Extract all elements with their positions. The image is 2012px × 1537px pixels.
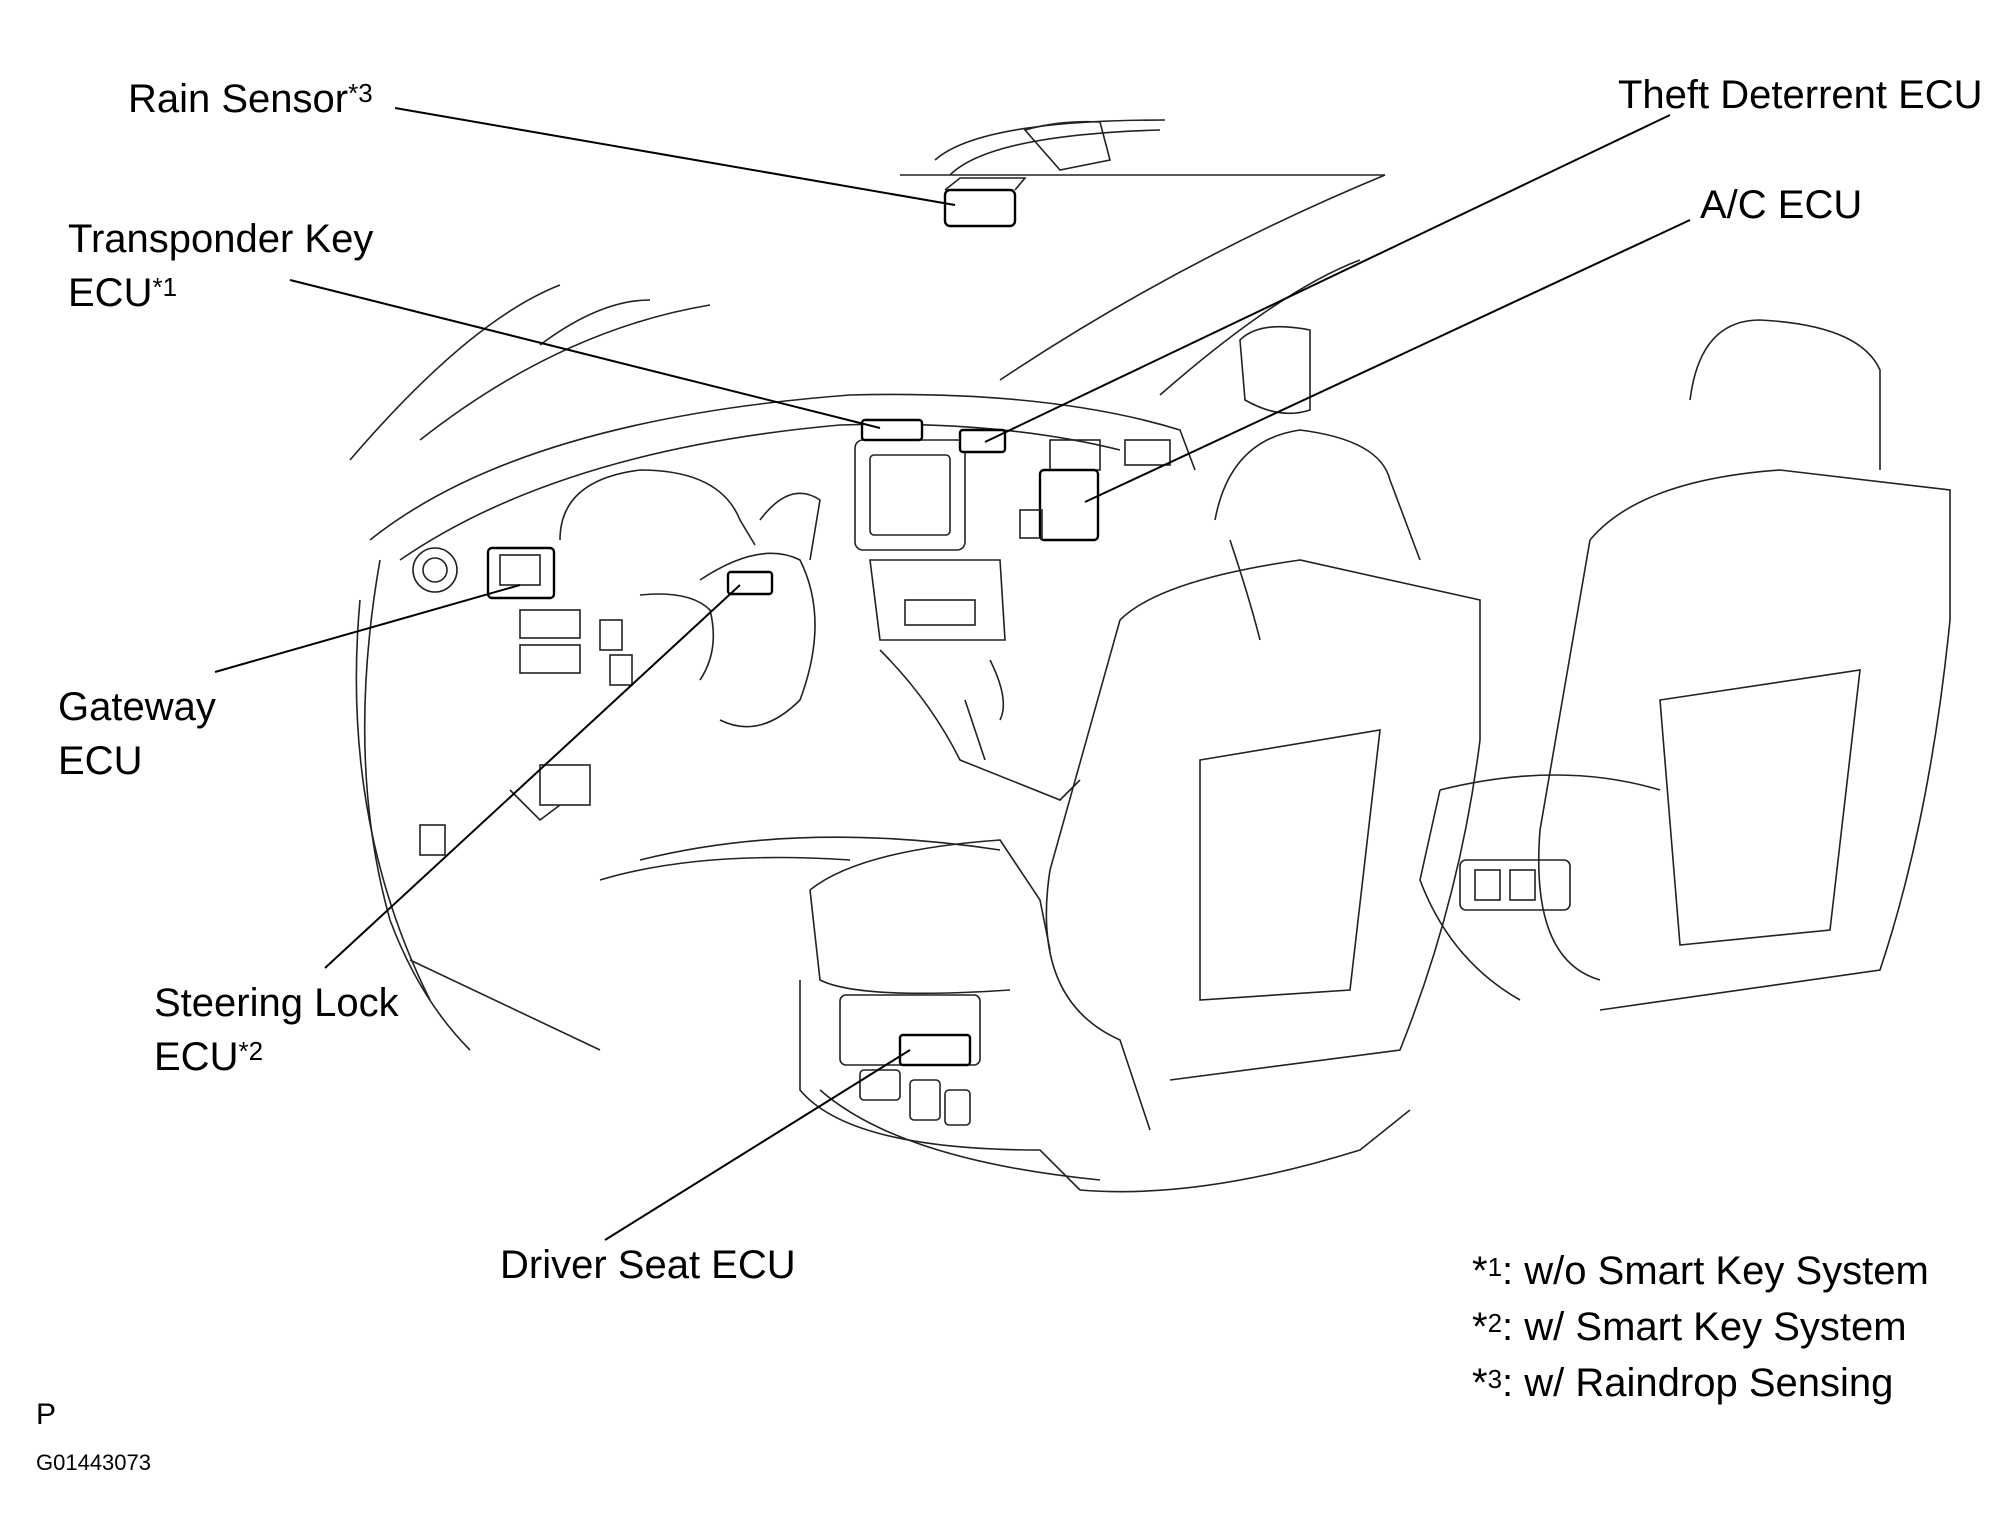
steering-lock-line2: ECU (154, 1035, 239, 1079)
leader-ac-ecu (1084, 219, 1691, 503)
leader-steering-lock (324, 584, 741, 969)
leader-rain-sensor (394, 107, 956, 206)
transponder-key-line1: Transponder Key (68, 217, 374, 261)
steering-lock-line1: Steering Lock (154, 981, 399, 1025)
footnote-3: *3: w/ Raindrop Sensing (1472, 1361, 1894, 1405)
transponder-key-mark: *1 (152, 272, 178, 302)
ac-ecu-text: A/C ECU (1700, 183, 1863, 227)
transponder-key-line2: ECU (68, 271, 153, 315)
dashboard-outline (355, 393, 1196, 1051)
gateway-line1: Gateway (58, 685, 216, 729)
driver-seat-text: Driver Seat ECU (500, 1243, 796, 1287)
figure-code: G01443073 (36, 1450, 151, 1475)
label-theft-deterrent-ecu: Theft Deterrent ECU (1618, 68, 1983, 122)
leader-transponder-key (289, 279, 881, 429)
label-driver-seat-ecu: Driver Seat ECU (500, 1238, 796, 1292)
gateway-line2: ECU (58, 739, 143, 783)
rain-sensor-mark: *3 (348, 78, 373, 108)
footer-letter: P (36, 1398, 57, 1431)
label-gateway-ecu: Gateway ECU (58, 680, 216, 788)
label-rain-sensor: Rain Sensor*3 (128, 72, 373, 126)
leader-gateway (214, 584, 521, 673)
label-ac-ecu: A/C ECU (1700, 178, 1862, 232)
label-transponder-key-ecu: Transponder Key ECU*1 (68, 212, 373, 320)
leader-theft-deterrent (984, 114, 1671, 443)
steering-lock-mark: *2 (238, 1036, 264, 1066)
rain-sensor-text: Rain Sensor (128, 77, 349, 121)
side-mirror (1239, 325, 1311, 415)
rain-sensor-unit (943, 120, 1111, 228)
leader-lines (214, 107, 1691, 1241)
footnote-1: *1: w/o Smart Key System (1472, 1249, 1929, 1293)
windshield-outline (349, 119, 1386, 461)
center-stack (854, 418, 1171, 801)
footnote-2: *2: w/ Smart Key System (1472, 1305, 1907, 1349)
driver-seat (799, 429, 1481, 1193)
label-steering-lock-ecu: Steering Lock ECU*2 (154, 976, 399, 1084)
theft-deterrent-text: Theft Deterrent ECU (1618, 73, 1983, 117)
leader-driver-seat (604, 1049, 911, 1241)
passenger-seat (1419, 319, 1951, 1011)
